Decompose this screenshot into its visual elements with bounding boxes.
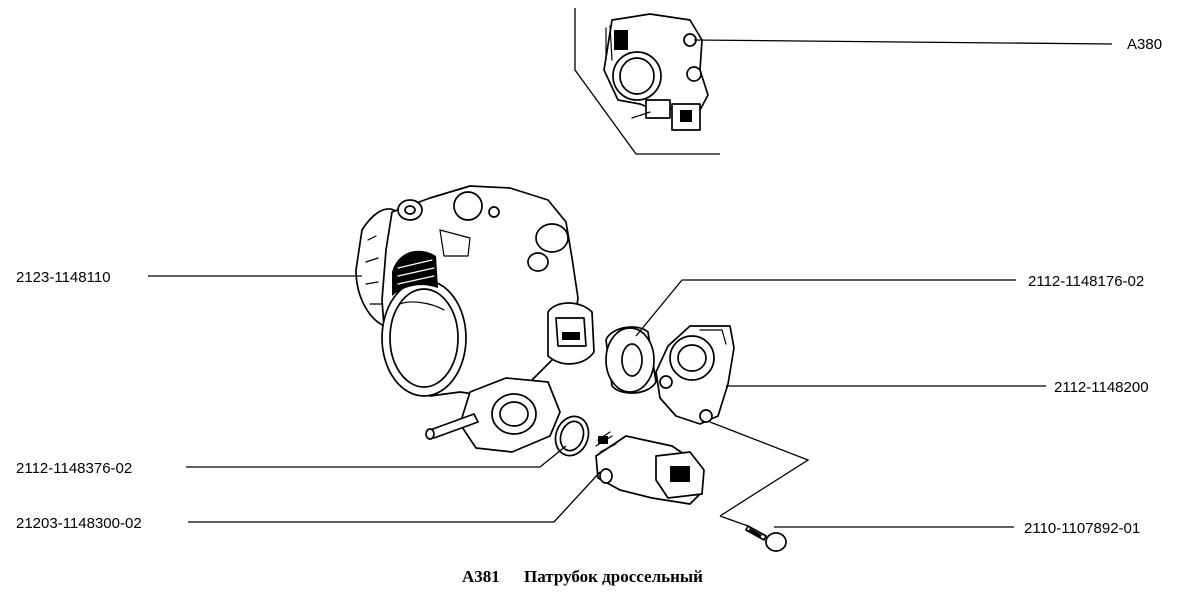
label-seal-ring: 2112-1148176-02 [1028,273,1144,290]
return-spring [392,250,438,296]
label-screw: 2110-1107892-01 [1024,520,1140,537]
assembly-screw-line [719,515,749,527]
inset-view: А380 [574,8,1162,155]
inset-frame-line [574,8,720,155]
assembly-bracket-line [709,421,810,517]
idle-air-regulator-part [595,431,705,505]
label-position-sensor: 2112-1148200 [1054,379,1149,396]
throttle-body-part [355,185,595,453]
figure-code: А381 [462,567,500,586]
label-o-ring: 2112-1148376-02 [16,460,132,477]
inset-throttle-assembly [603,13,709,131]
o-ring-part [554,415,590,457]
screw-part [745,525,787,552]
leader-seal-ring [635,279,1016,337]
leader-idle-air-regulator [188,471,601,523]
label-idle-air-regulator: 21203-1148300-02 [16,515,142,532]
throttle-position-sensor-part [655,325,735,425]
inset-label: А380 [1127,36,1162,53]
leader-o-ring [186,445,567,468]
leader-inset [693,39,1113,45]
figure-title: Патрубок дроссельный [524,567,703,586]
seal-ring-part [605,326,657,394]
label-throttle-body: 2123-1148110 [16,269,111,286]
